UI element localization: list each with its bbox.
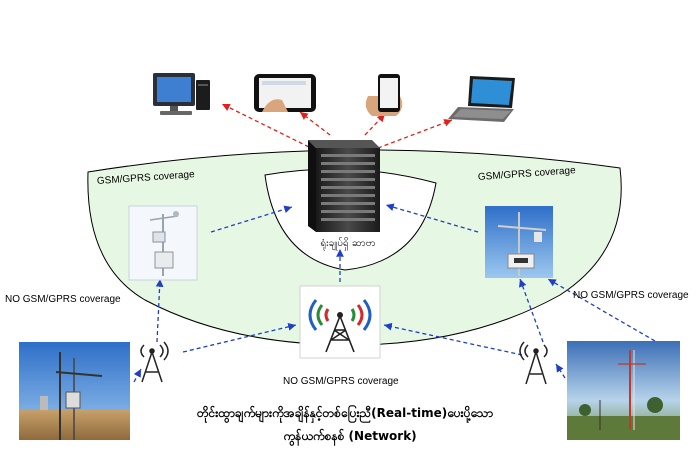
antenna-icon-right: [519, 341, 548, 385]
no-gsm-coverage-label-right: NO GSM/GPRS coverage: [573, 290, 689, 301]
wireless-tower-icon: [299, 285, 381, 359]
diagram-caption-line2: ကွန်ယက်စနစ် (Network): [283, 429, 417, 443]
weather-station-photo-right: [485, 206, 553, 278]
data-flow-arrows: [133, 203, 668, 383]
antenna-icon-left: [140, 341, 169, 383]
smartphone-icon: [365, 74, 403, 116]
diagram-caption-line1: တိုင်းထွာချက်များကိုအချိန်နှင့်တစ်ပြေးညီ…: [196, 406, 494, 420]
no-gsm-coverage-label-left: NO GSM/GPRS coverage: [5, 294, 121, 305]
laptop-icon: [448, 76, 515, 122]
no-gsm-coverage-label-bottom: NO GSM/GPRS coverage: [283, 376, 399, 387]
desktop-computer-icon: [153, 73, 210, 115]
server-to-devices-arrows: [221, 103, 453, 151]
tablet-icon: [254, 74, 316, 112]
field-station-photo-right: [567, 341, 680, 440]
weather-station-photo-left: [128, 205, 198, 281]
field-station-photo-left: [19, 342, 130, 440]
server-rack-icon: [308, 140, 380, 232]
server-label: ရုံးချုပ်ရှိ ဆာဗာ: [320, 238, 376, 249]
